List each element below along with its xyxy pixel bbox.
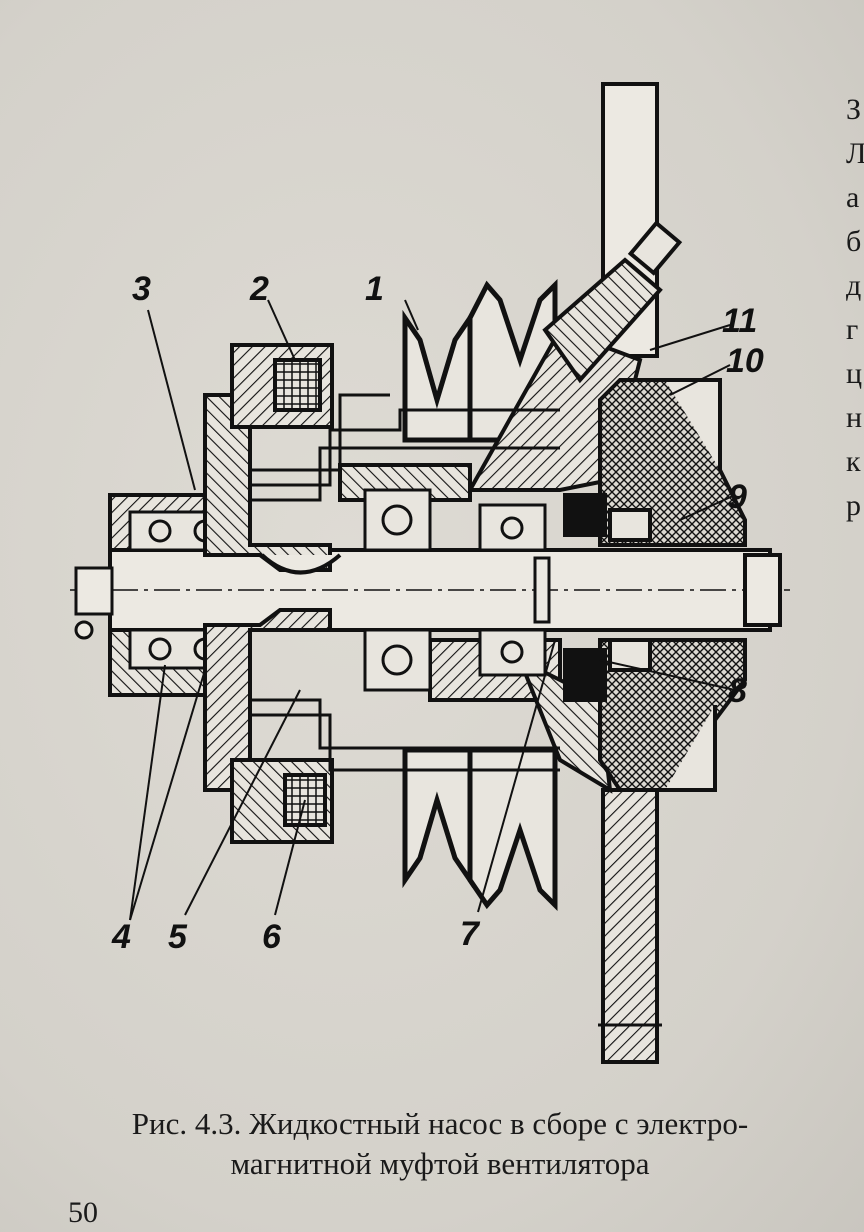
- margin-letter: н: [846, 401, 863, 434]
- margin-letter: З: [846, 93, 862, 126]
- pump-shaft: [70, 548, 790, 640]
- callout-1: 1: [365, 270, 384, 308]
- margin-letter: б: [846, 225, 862, 258]
- margin-letter: г: [846, 313, 859, 346]
- margin-letter: к: [846, 445, 861, 478]
- callout-5: 5: [168, 918, 188, 956]
- water-seal: [563, 493, 652, 702]
- margin-letter: Л: [846, 137, 864, 170]
- callout-3: 3: [132, 270, 151, 308]
- callout-8: 8: [728, 672, 747, 710]
- callout-2: 2: [249, 270, 269, 308]
- caption-line-1: Рис. 4.3. Жидкостный насос в сборе с эле…: [131, 1106, 749, 1141]
- callout-11: 11: [722, 302, 757, 340]
- armature-plates: [250, 393, 560, 772]
- drain-tube: [542, 220, 683, 384]
- adjacent-page-margin-text: З Л а б д г ц н к р: [846, 88, 864, 528]
- pump-assembly-drawing: 1 2 3 4 5 6 7 8 9 10 11: [70, 82, 790, 1064]
- margin-letter: ц: [846, 357, 863, 390]
- impeller: [598, 378, 747, 792]
- margin-letter: р: [846, 489, 861, 522]
- callout-9: 9: [728, 478, 747, 516]
- callout-10: 10: [726, 342, 764, 380]
- figure-caption: Рис. 4.3. Жидкостный насос в сборе с эле…: [40, 1104, 840, 1184]
- page-number: 50: [68, 1196, 98, 1229]
- caption-line-2: магнитной муфтой вентилятора: [230, 1146, 650, 1181]
- callout-4: 4: [111, 918, 131, 956]
- margin-letter: д: [846, 269, 862, 302]
- margin-letter: а: [846, 181, 860, 214]
- ball-bearings: [128, 488, 547, 692]
- callout-leaders: [129, 299, 736, 921]
- callout-6: 6: [262, 918, 282, 956]
- callout-7: 7: [460, 915, 481, 953]
